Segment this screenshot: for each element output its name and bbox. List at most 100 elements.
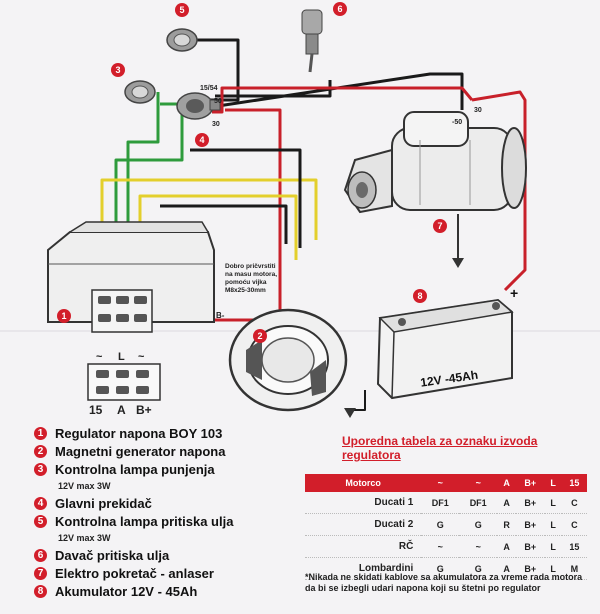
- legend-label-7: Elektro pokretač - anlaser: [55, 566, 214, 581]
- connector-top-labels: ~ L ~: [96, 351, 145, 363]
- legend-label-4: Glavni prekidač: [55, 496, 152, 511]
- mount-note: Dobro pričvrstiti na masu motora, pomoću…: [225, 263, 277, 294]
- callout-3: 3: [115, 65, 120, 75]
- table-row: Lombardini G G A B+ L M: [305, 557, 587, 580]
- table-cell: G: [421, 557, 460, 580]
- callout-5-marker: [175, 3, 189, 17]
- wire-battery-negative: [350, 390, 366, 411]
- wire-black-starter: [217, 72, 464, 110]
- callout-4-marker: [195, 133, 209, 147]
- table-cell: L: [544, 513, 562, 536]
- callout-2: 2: [257, 331, 262, 341]
- table-title: Uporedna tabela za oznaku izvoda regulat…: [342, 434, 538, 462]
- charge-lamp: [124, 80, 156, 104]
- wire-black-ground-2: [190, 148, 302, 248]
- table-cell: R: [497, 513, 517, 536]
- table-cell: L: [544, 535, 562, 558]
- callout-1-marker: [57, 309, 71, 323]
- battery-plus: +: [510, 285, 518, 301]
- connector-top-3: ~: [138, 351, 145, 363]
- connector-bottom-3: B+: [136, 403, 152, 417]
- legend-label-3: Kontrolna lampa punjenja: [55, 462, 215, 477]
- mount-note-line-3: pomoću vijka: [225, 279, 267, 286]
- legend-num-4: 4: [34, 497, 47, 510]
- table-cell: C: [561, 492, 587, 514]
- wire-red-upper: [212, 86, 474, 114]
- table-cell: ~: [421, 535, 460, 558]
- connector-top-1: ~: [96, 351, 103, 363]
- table-cell: B+: [516, 513, 545, 536]
- callout-8-marker: [413, 289, 427, 303]
- table-cell: L: [544, 492, 562, 514]
- callout-7-marker: [433, 219, 447, 233]
- table-cell: G: [459, 513, 498, 536]
- callouts: 5 6 3 4 7 1 2 8: [57, 2, 447, 343]
- callout-6-marker: [333, 2, 347, 16]
- wire-black-ground: [160, 204, 288, 244]
- table-row: RČ ~ ~ A B+ L 15: [305, 535, 587, 558]
- regulator-terminal-table: Motorco ~ ~ A B+ L 15 Ducati 1 DF1 DF1 A…: [305, 474, 587, 580]
- callout-3-marker: [111, 63, 125, 77]
- battery-warning-note: *Nikada ne skidati kablove sa akumulator…: [305, 572, 583, 593]
- starter-terminal-50: -50: [452, 119, 462, 126]
- legend-item-6: 6 Davač pritiska ulja: [34, 548, 169, 563]
- legend-num-7: 7: [34, 567, 47, 580]
- table-cell: RČ: [305, 535, 422, 558]
- table-cell: DF1: [421, 492, 460, 514]
- legend-item-5: 5 Kontrolna lampa pritiska ulja: [34, 514, 233, 529]
- wire-red-battery: [471, 90, 527, 292]
- table-cell: ~: [459, 535, 498, 558]
- oil-pressure-sender: [301, 9, 323, 73]
- b-minus-label: B-: [216, 311, 225, 320]
- table-header-a: A: [497, 474, 517, 492]
- terminal-15-54: 15/54: [200, 85, 218, 92]
- table-cell: B+: [516, 557, 545, 580]
- legend-item-4: 4 Glavni prekidač: [34, 496, 152, 511]
- mount-note-line-4: M8x25-30mm: [225, 287, 266, 294]
- callout-2-marker: [253, 329, 267, 343]
- mount-note-line-2: na masu motora,: [225, 271, 277, 278]
- legend-label-6: Davač pritiska ulja: [55, 548, 170, 563]
- battery: [376, 298, 514, 400]
- callout-5: 5: [179, 5, 184, 15]
- table-row: Ducati 2 G G R B+ L C: [305, 513, 587, 536]
- callout-7: 7: [437, 221, 442, 231]
- legend-label-2: Magnetni generator napona: [55, 444, 226, 459]
- legend-item-7: 7 Elektro pokretač - anlaser: [34, 566, 214, 581]
- ground-arrow-battery: [344, 408, 356, 418]
- connector-bottom-1: 15: [89, 403, 103, 417]
- table-header-ac1: ~: [421, 474, 460, 492]
- legend-sub-3: 12V max 3W: [58, 481, 111, 491]
- table-cell: Ducati 2: [305, 513, 422, 536]
- legend-item-2: 2 Magnetni generator napona: [34, 444, 225, 459]
- mount-note-line-1: Dobro pričvrstiti: [225, 263, 276, 270]
- legend-num-2: 2: [34, 445, 47, 458]
- legend-label-1: Regulator napona BOY 103: [55, 426, 223, 441]
- callout-6: 6: [337, 4, 342, 14]
- connector-bottom-2: A: [117, 403, 126, 417]
- table-cell: G: [421, 513, 460, 536]
- starter-terminal-30: 30: [474, 107, 482, 114]
- table-cell: B+: [516, 492, 545, 514]
- table-cell: DF1: [459, 492, 498, 514]
- table-cell: M: [561, 557, 587, 580]
- table-header-15: 15: [561, 474, 587, 492]
- terminal-30: 30: [212, 121, 220, 128]
- table-cell: A: [497, 557, 517, 580]
- voltage-regulator: [47, 221, 215, 333]
- legend-num-8: 8: [34, 585, 47, 598]
- starter-motor: [343, 111, 527, 214]
- magneto-generator: [228, 308, 348, 412]
- legend-num-1: 1: [34, 427, 47, 440]
- oil-pressure-lamp: [166, 28, 198, 52]
- table-cell: A: [497, 492, 517, 514]
- connector-top-2: L: [118, 351, 125, 363]
- ignition-switch: [176, 92, 221, 120]
- regulator-connector: [87, 363, 161, 401]
- table-row: Ducati 1 DF1 DF1 A B+ L C: [305, 492, 587, 514]
- table-cell: Lombardini: [305, 557, 422, 580]
- table-header-row: Motorco ~ ~ A B+ L 15: [305, 474, 587, 492]
- wire-green-1: [126, 92, 160, 300]
- table-header-motor: Motorco: [305, 474, 422, 492]
